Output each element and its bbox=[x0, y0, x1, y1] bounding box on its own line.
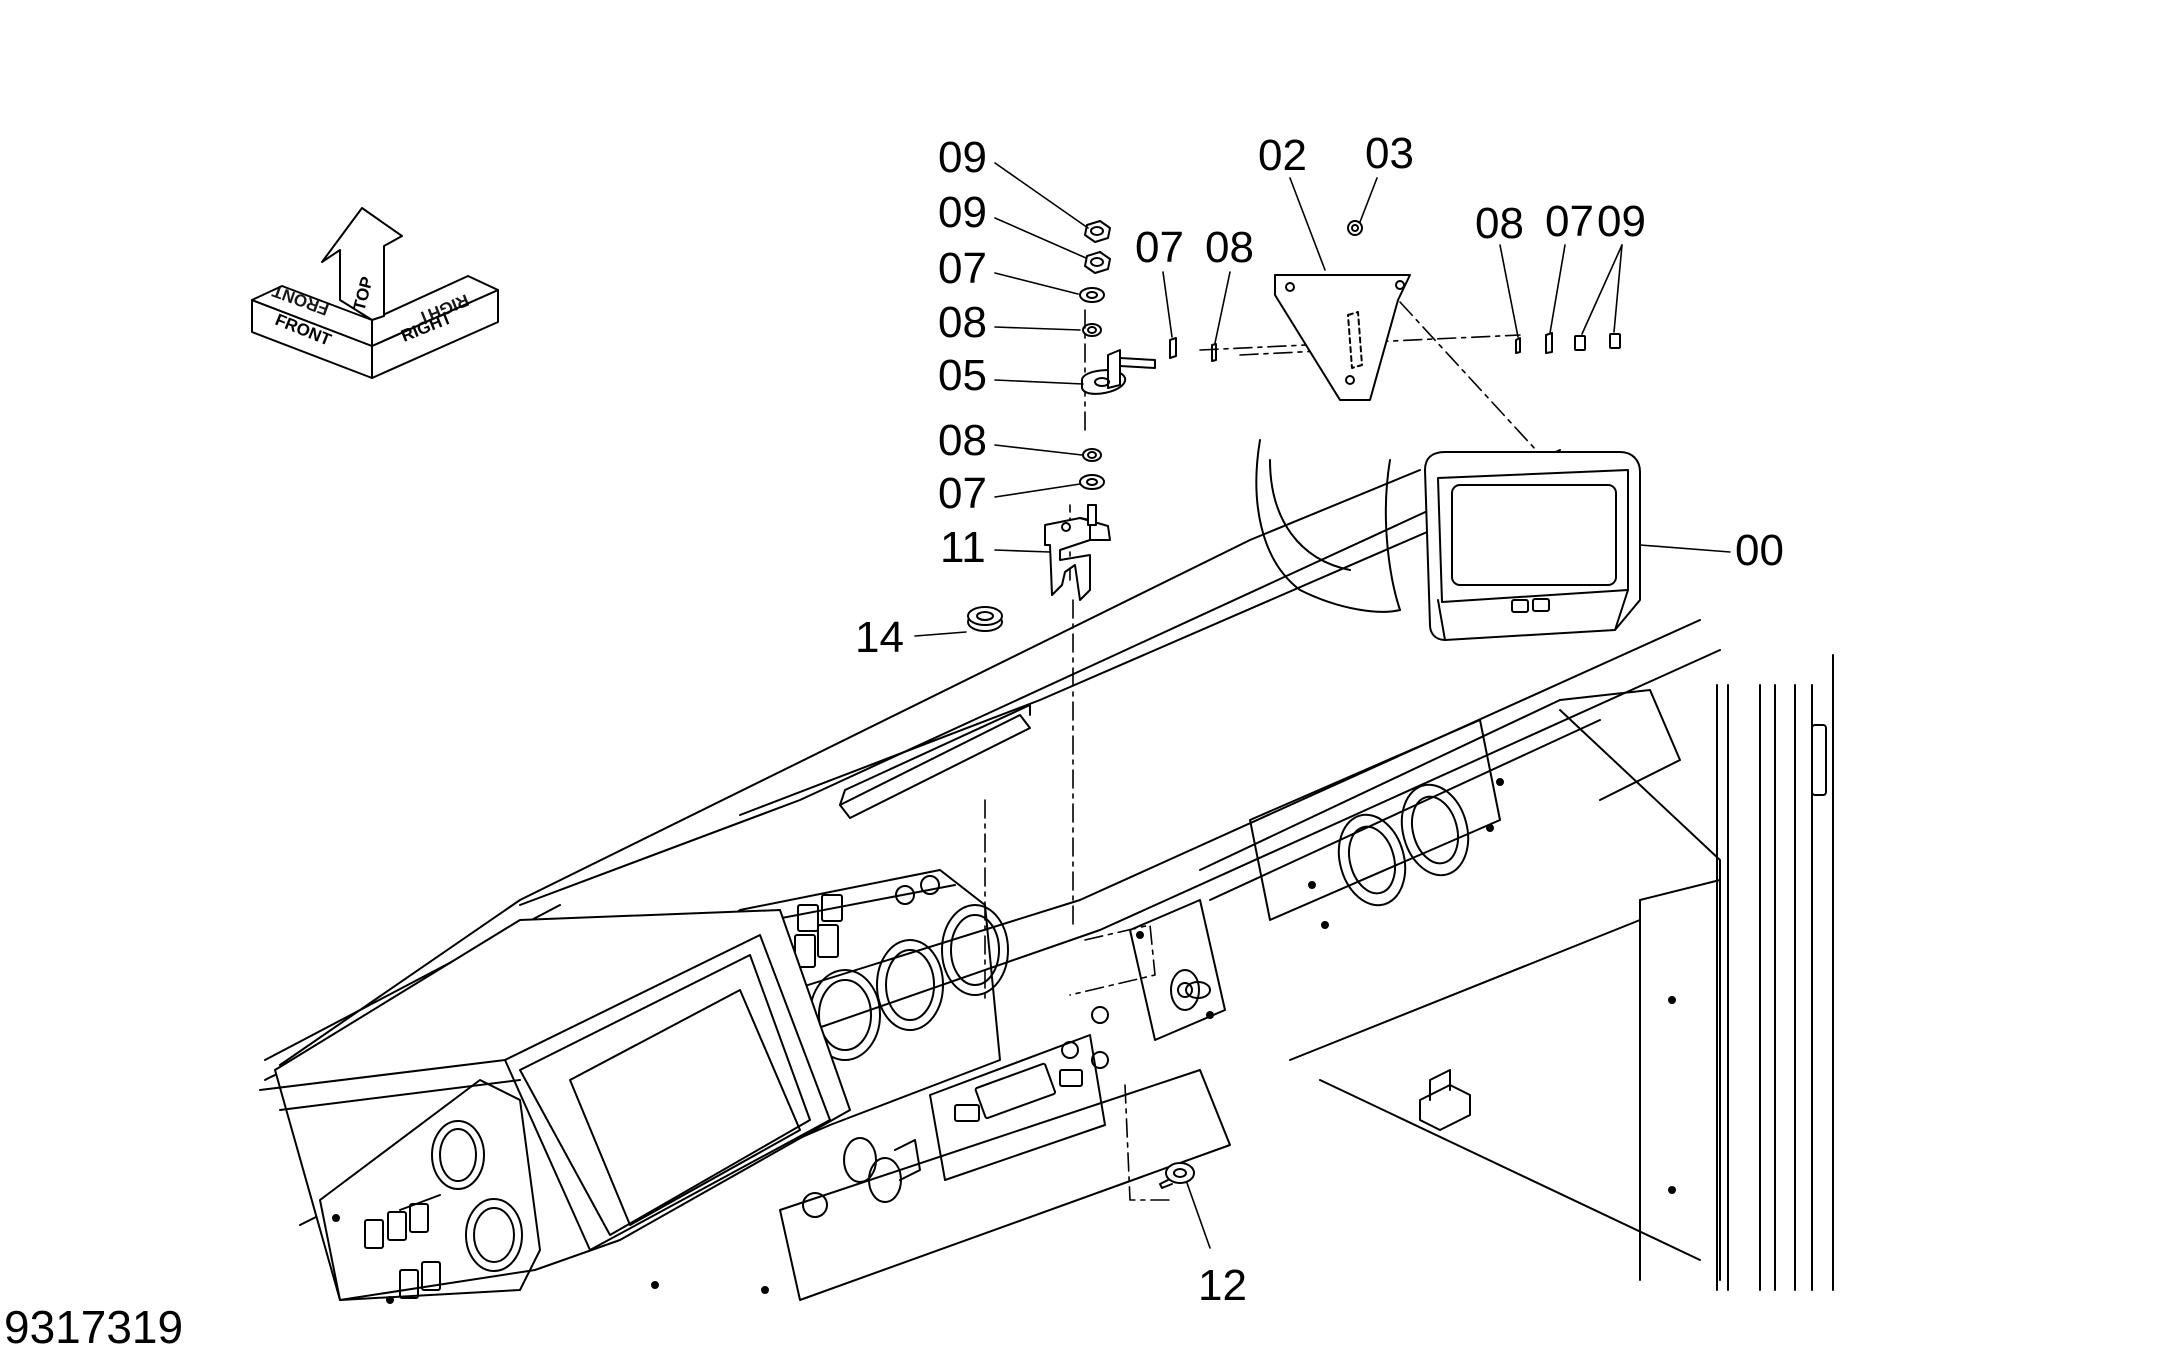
drawing-number: 9317319 bbox=[4, 1301, 184, 1353]
callout-09b: 09 bbox=[938, 188, 987, 237]
callout-05: 05 bbox=[938, 351, 987, 400]
callout-07b: 07 bbox=[938, 469, 987, 518]
callout-14: 14 bbox=[855, 613, 904, 662]
callout-11: 11 bbox=[940, 523, 986, 572]
callout-07c: 07 bbox=[1135, 223, 1184, 272]
callout-07d: 07 bbox=[1545, 197, 1594, 246]
callout-00: 00 bbox=[1735, 526, 1784, 575]
mounting-bracket-part-02 bbox=[1274, 274, 1411, 401]
callout-08c: 08 bbox=[1205, 223, 1254, 272]
callout-03: 03 bbox=[1365, 129, 1414, 178]
callout-labels: 09 09 07 08 05 08 07 11 14 07 08 02 03 0… bbox=[855, 129, 1784, 1310]
callout-08d: 08 bbox=[1475, 199, 1524, 248]
callout-08b: 08 bbox=[938, 416, 987, 465]
orientation-symbol: TOP FRONT RIGHT FRONT RIGHT bbox=[251, 207, 499, 379]
lower-left-switch-panel bbox=[319, 1079, 541, 1304]
callout-12: 12 bbox=[1198, 1261, 1247, 1310]
callout-09c: 09 bbox=[1597, 197, 1646, 246]
callout-08a: 08 bbox=[938, 298, 987, 347]
callout-02: 02 bbox=[1258, 131, 1307, 180]
hardware-stack bbox=[967, 220, 1621, 1189]
centre-control-panel bbox=[651, 899, 1231, 1301]
display-unit-part-00 bbox=[1424, 451, 1641, 641]
callout-leaders bbox=[914, 162, 1731, 1249]
callout-09a: 09 bbox=[938, 133, 987, 182]
callout-07a: 07 bbox=[938, 244, 987, 293]
existing-display-screen bbox=[259, 909, 851, 1301]
